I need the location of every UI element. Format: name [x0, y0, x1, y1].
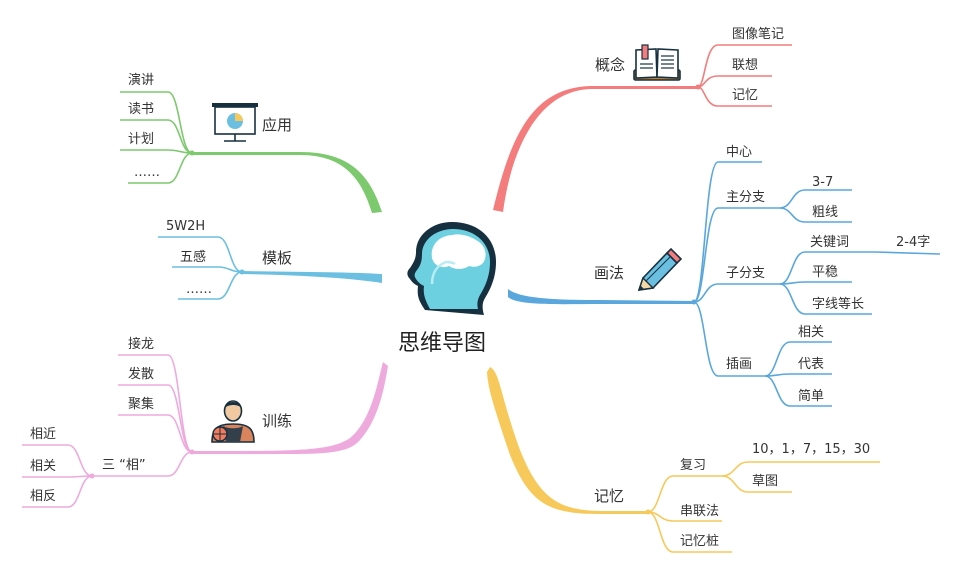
branch-drawing-label: 画法 — [594, 264, 624, 282]
application-item-speech: 演讲 — [128, 72, 154, 88]
review-schedule: 10，1，7，15，30 — [752, 442, 870, 457]
drawing-item-center: 中心 — [726, 145, 752, 160]
branch-memory-sublines — [647, 461, 880, 553]
concept-item-memory: 记忆 — [732, 87, 758, 103]
training-item-convergence: 聚集 — [128, 396, 154, 412]
branch-application-label: 应用 — [262, 116, 292, 134]
branch-concept-node-dot — [695, 84, 701, 90]
branch-training-label: 训练 — [262, 412, 292, 430]
memory-item-review: 复习 — [680, 458, 706, 473]
illustration-relevant: 相关 — [798, 325, 824, 340]
branch-template-node-dot — [239, 269, 245, 275]
concept-item-image-notes: 图像笔记 — [732, 26, 784, 42]
branch-training-sublines — [22, 354, 193, 508]
branch-memory-main-line — [487, 367, 650, 514]
relation-related: 相关 — [30, 459, 56, 474]
branch-drawing-main-line — [508, 289, 695, 305]
branch-application-main-line — [190, 152, 382, 213]
memory-item-chain-method: 串联法 — [680, 504, 719, 519]
application-item-reading: 读书 — [128, 102, 154, 117]
application-item-more: …… — [134, 165, 160, 180]
pencil-icon — [637, 247, 683, 291]
branch-concept-main-line — [493, 86, 700, 212]
branch-memory-node-dot — [645, 509, 651, 515]
open-book-icon — [633, 44, 681, 81]
athlete-icon — [211, 400, 255, 443]
training-item-three-relations: 三 “相” — [102, 458, 146, 473]
branch-application-node-dot — [189, 150, 195, 156]
template-item-5w2h: 5W2H — [166, 219, 205, 234]
illustration-representative: 代表 — [798, 357, 824, 372]
drawing-item-sub-branch: 子分支 — [726, 266, 765, 281]
head-brain-icon — [407, 222, 496, 315]
main-branch-thick-line: 粗线 — [812, 205, 838, 220]
sub-branch-keyword: 关键词 — [810, 235, 849, 250]
training-item-divergence: 发散 — [128, 366, 154, 382]
branch-training-three-dot — [89, 473, 95, 479]
branch-template-label: 模板 — [262, 249, 292, 267]
branch-application-sublines — [120, 91, 193, 184]
relation-opposite: 相反 — [30, 489, 56, 504]
training-item-relay: 接龙 — [128, 336, 154, 352]
drawing-item-illustration: 插画 — [726, 357, 752, 372]
relation-similar: 相近 — [30, 427, 56, 442]
branch-training-node-dot — [189, 449, 195, 455]
center-topic-label: 思维导图 — [398, 331, 486, 356]
application-item-planning: 计划 — [128, 132, 154, 147]
sub-branch-smooth: 平稳 — [812, 264, 838, 280]
presentation-board-icon — [212, 103, 258, 142]
branch-template-sublines — [158, 236, 243, 300]
drawing-item-main-branch: 主分支 — [726, 190, 765, 205]
branch-concept-label: 概念 — [595, 56, 625, 74]
illustration-simple: 简单 — [798, 388, 824, 404]
template-item-five-senses: 五感 — [180, 249, 206, 265]
branch-template-main-line — [240, 271, 382, 283]
sub-branch-equal-length: 字线等长 — [812, 296, 864, 312]
main-branch-count: 3-7 — [812, 175, 833, 190]
branch-drawing-sublines — [693, 161, 941, 407]
keyword-length-note: 2-4字 — [896, 235, 930, 250]
branch-memory-label: 记忆 — [594, 487, 624, 505]
memory-item-memory-peg: 记忆桩 — [680, 533, 719, 549]
branch-drawing-node-dot — [691, 299, 697, 305]
concept-item-association: 联想 — [732, 57, 758, 73]
review-sketch: 草图 — [752, 474, 778, 489]
template-item-more: …… — [186, 282, 212, 297]
